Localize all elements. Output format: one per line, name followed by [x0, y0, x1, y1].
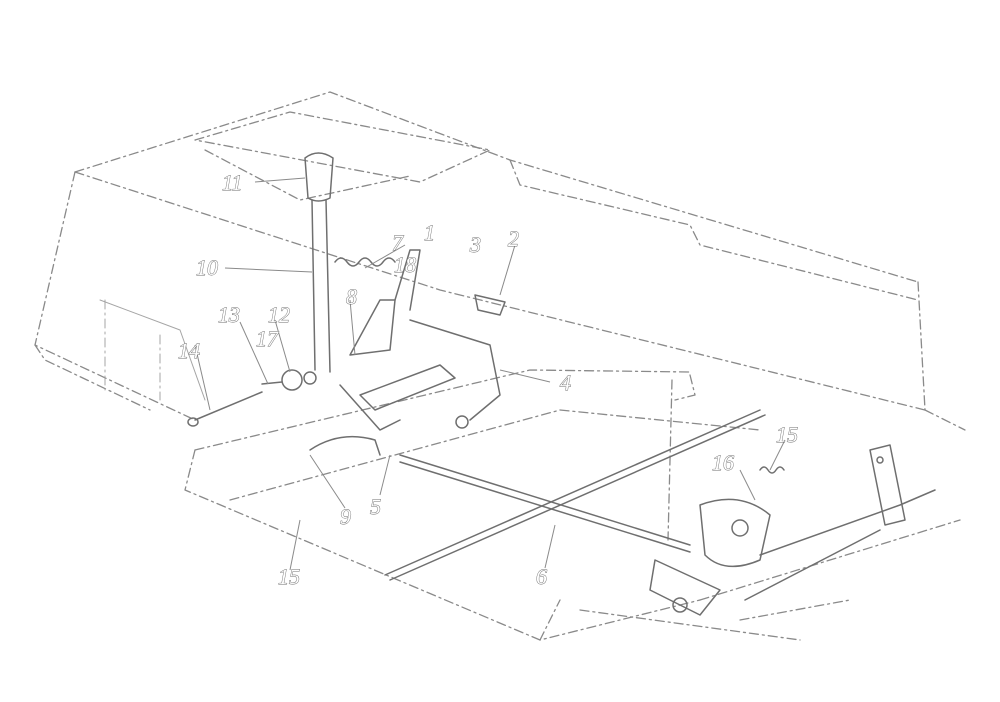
- quadrant-plate: [359, 364, 456, 411]
- callout-4: 4: [560, 370, 571, 395]
- callout-17: 17: [256, 326, 279, 351]
- body-outline: [34, 91, 966, 641]
- callout-8: 8: [346, 284, 357, 309]
- callout-2: 2: [508, 226, 519, 251]
- callout-5: 5: [370, 494, 381, 519]
- callout-3: 3: [469, 232, 481, 257]
- callout-6: 6: [536, 564, 547, 589]
- callout-9: 9: [340, 504, 351, 529]
- callout-16: 16: [712, 450, 734, 475]
- mechanism: [187, 152, 936, 616]
- callout-14: 14: [178, 338, 200, 363]
- callout-13: 13: [218, 302, 240, 327]
- callout-15-right: 15: [776, 422, 798, 447]
- leader-lines: [194, 177, 786, 571]
- bellcrank: [699, 498, 771, 568]
- spring: [334, 257, 396, 267]
- callouts: 11 10 7 1 3 2 18 8 13 12 17 14 4 9 5 15 …: [178, 170, 799, 590]
- pivot: [281, 369, 303, 391]
- callout-12: 12: [268, 302, 290, 327]
- callout-15-left: 15: [278, 564, 300, 589]
- cross-rod: [399, 454, 691, 546]
- left-rod: [194, 391, 263, 421]
- callout-10: 10: [196, 255, 218, 280]
- long-rod: [384, 409, 761, 576]
- callout-18: 18: [394, 252, 416, 277]
- rod: [409, 319, 501, 421]
- front-bracket: [869, 444, 906, 526]
- lever-shaft: [311, 199, 331, 373]
- pedal-arm: [309, 435, 381, 456]
- callout-7: 7: [392, 230, 404, 255]
- callout-11: 11: [222, 170, 242, 195]
- callout-1: 1: [424, 220, 435, 245]
